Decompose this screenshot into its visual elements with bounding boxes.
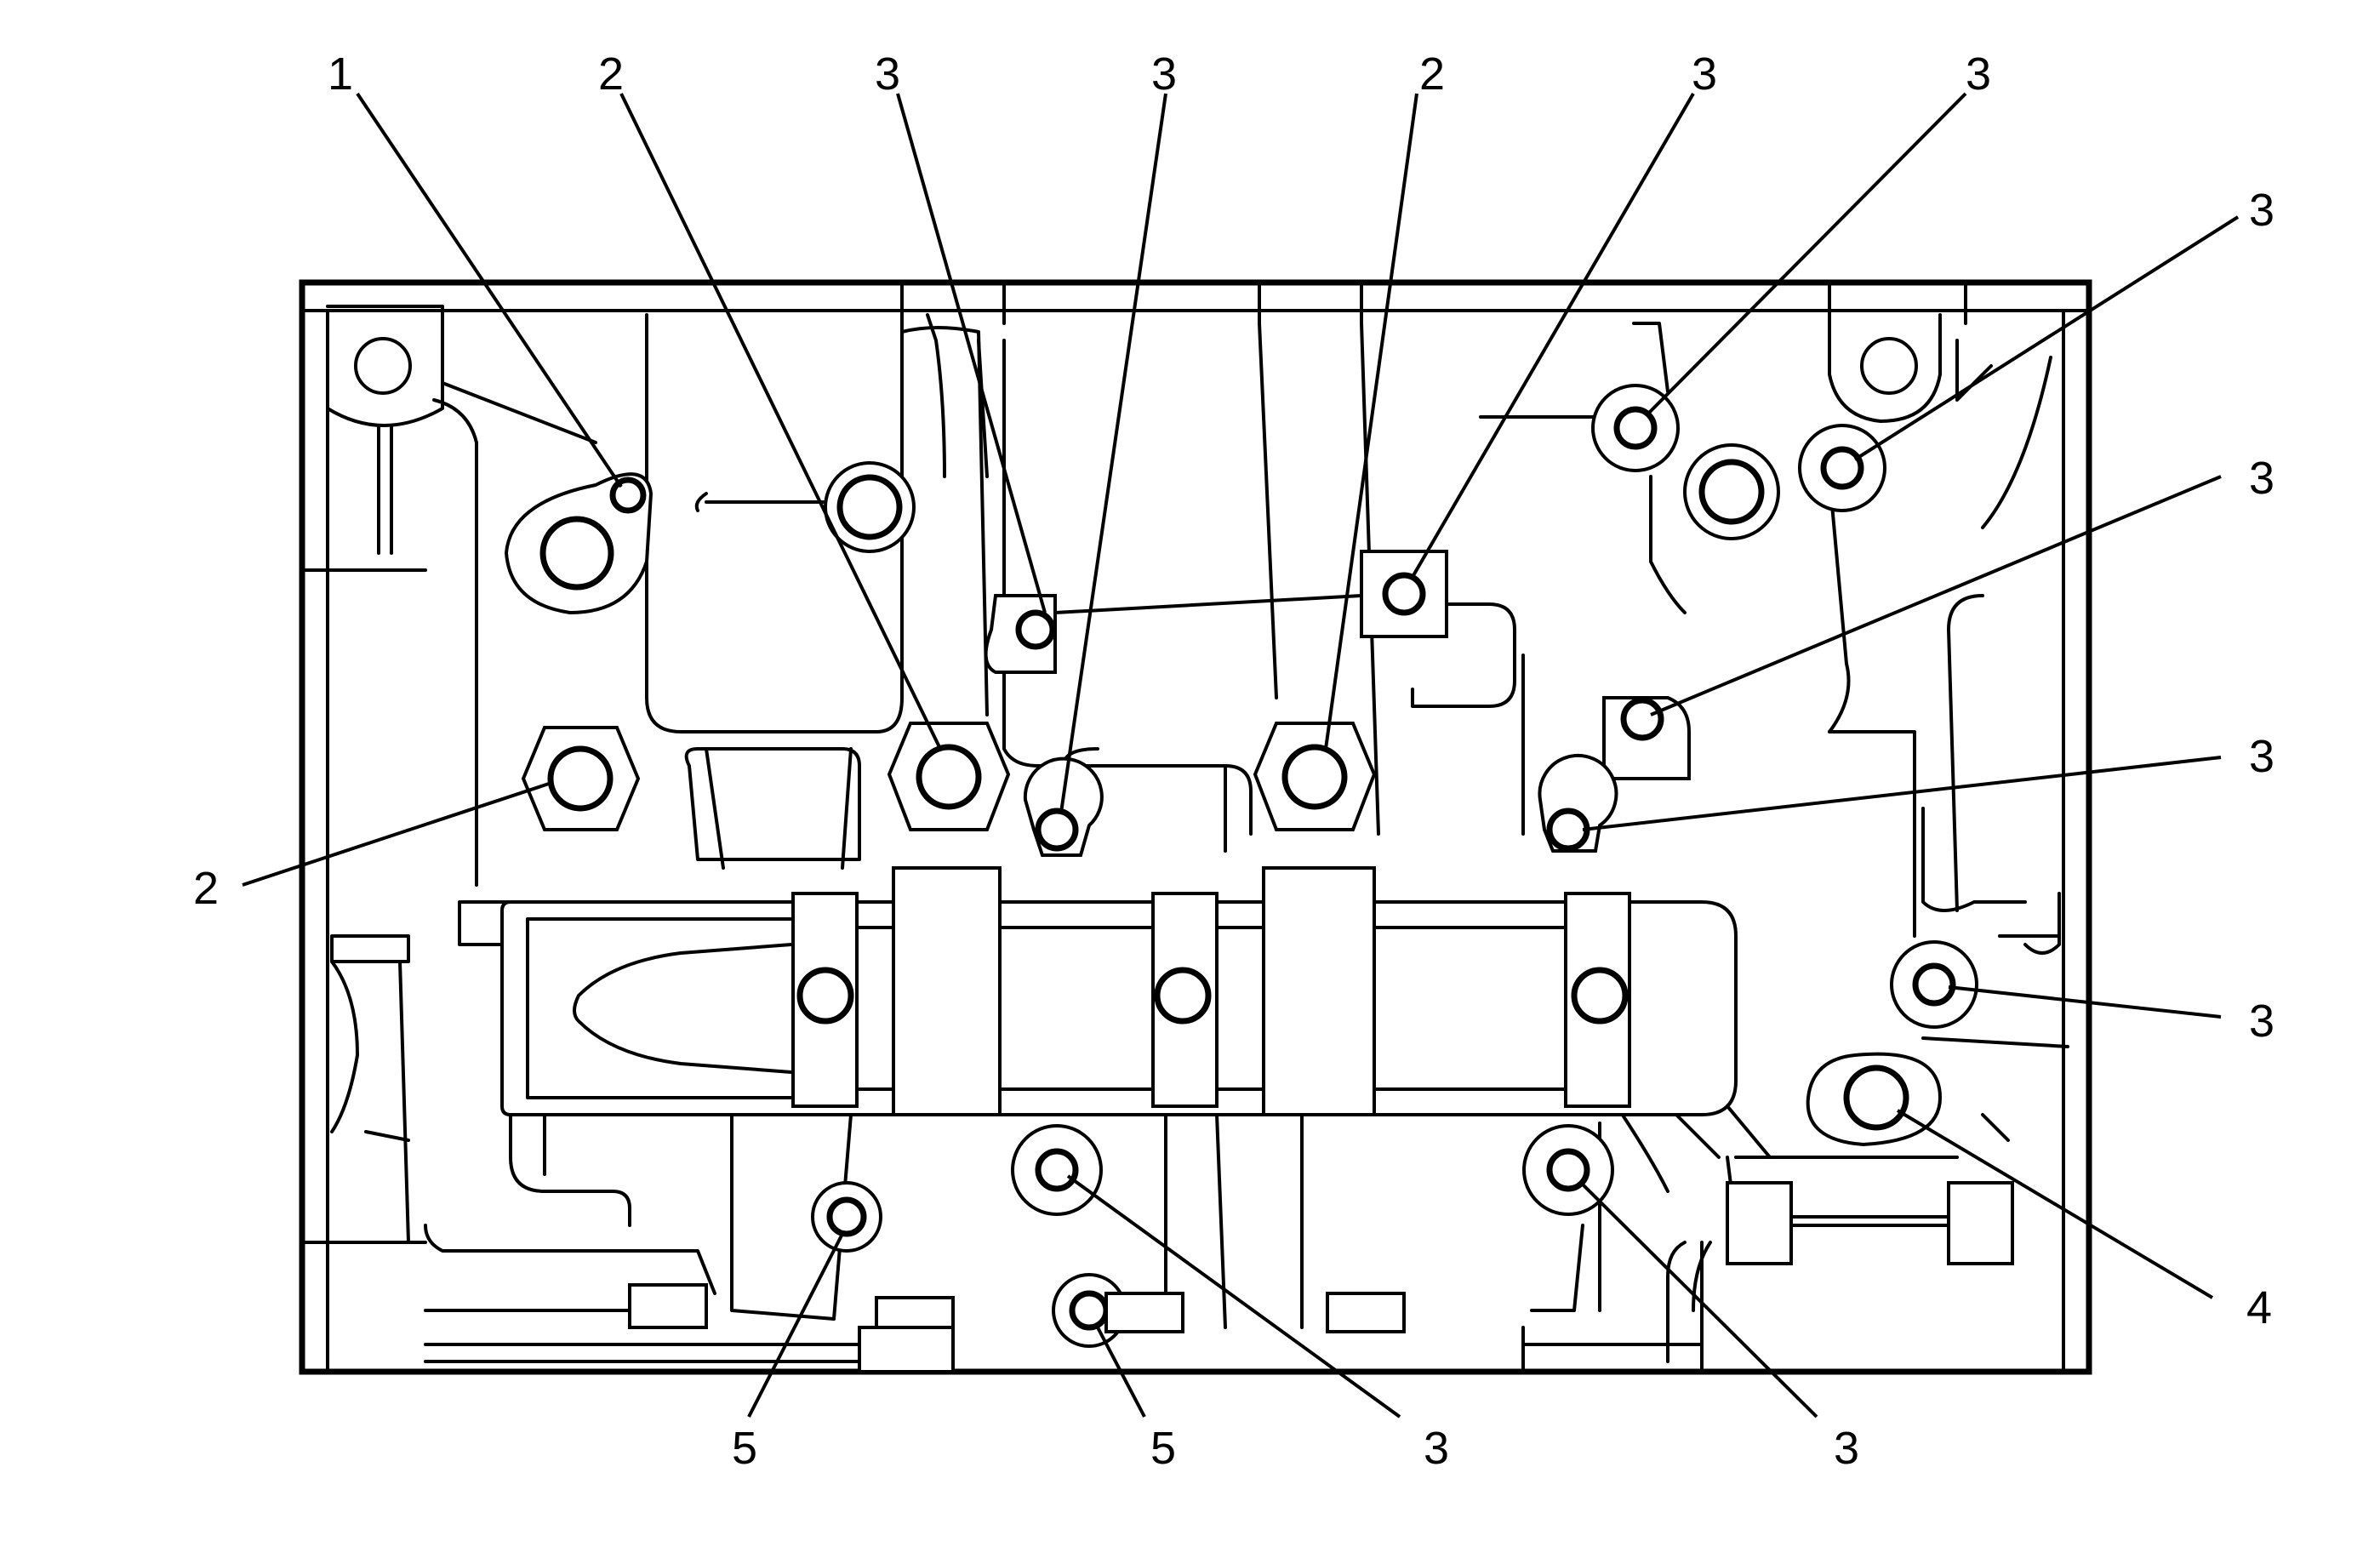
callout-3-top-d: 3 — [1966, 49, 1991, 100]
bolt-3e — [1820, 446, 1864, 490]
callout-3-right-b: 3 — [2249, 453, 2274, 504]
leader-lines — [242, 92, 2240, 1418]
bolt-2-left — [547, 745, 614, 812]
boss-item-1-bore — [539, 516, 614, 591]
bolt-3c — [1382, 572, 1426, 616]
bolt-locations — [354, 337, 2014, 1373]
callout-4: 4 — [2246, 1282, 2272, 1333]
bolt-3j — [1546, 1148, 1590, 1192]
callout-2-top-right: 2 — [1419, 49, 1445, 100]
bolt-5a — [826, 1196, 867, 1237]
callout-1: 1 — [328, 49, 353, 100]
bolt-3f — [1620, 697, 1664, 741]
callout-2-left: 2 — [193, 863, 219, 914]
callout-3-top-a: 3 — [875, 49, 900, 100]
housing-outline — [299, 279, 2092, 1375]
bolt-3d — [1613, 406, 1658, 450]
bolt-2-right — [1281, 744, 1348, 810]
bolt-3g — [1546, 808, 1590, 852]
upper-left-dowel-hole — [354, 337, 412, 395]
callout-3-bottom-a: 3 — [1424, 1423, 1449, 1474]
callout-3-bottom-b: 3 — [1834, 1423, 1859, 1474]
callout-labels: 1 2 3 3 2 3 3 3 3 3 3 4 2 5 5 3 3 — [193, 49, 2274, 1474]
callout-3-top-c: 3 — [1692, 49, 1717, 100]
bolt-3i — [1035, 1148, 1079, 1192]
bolt-1 — [609, 477, 647, 514]
callout-3-right-c: 3 — [2249, 731, 2274, 782]
callout-3-top-b: 3 — [1151, 49, 1177, 100]
callout-2-top-left: 2 — [598, 49, 624, 100]
casting-details — [326, 305, 2069, 1373]
bolt-2-center — [916, 744, 982, 810]
camshaft-assembly — [500, 866, 1738, 1116]
callout-3-right-a: 3 — [2249, 185, 2274, 236]
upper-right-dowel-hole — [1860, 337, 1918, 395]
callout-3-right-d: 3 — [2249, 996, 2274, 1047]
callout-5-bottom-a: 5 — [732, 1423, 757, 1474]
bolt-3a — [1015, 609, 1056, 650]
plug-4 — [1843, 1065, 1909, 1131]
bolt-3b — [1035, 808, 1079, 852]
bolt-5b — [1069, 1290, 1110, 1331]
bolt-3h — [1912, 962, 1956, 1007]
callout-5-bottom-b: 5 — [1150, 1423, 1176, 1474]
